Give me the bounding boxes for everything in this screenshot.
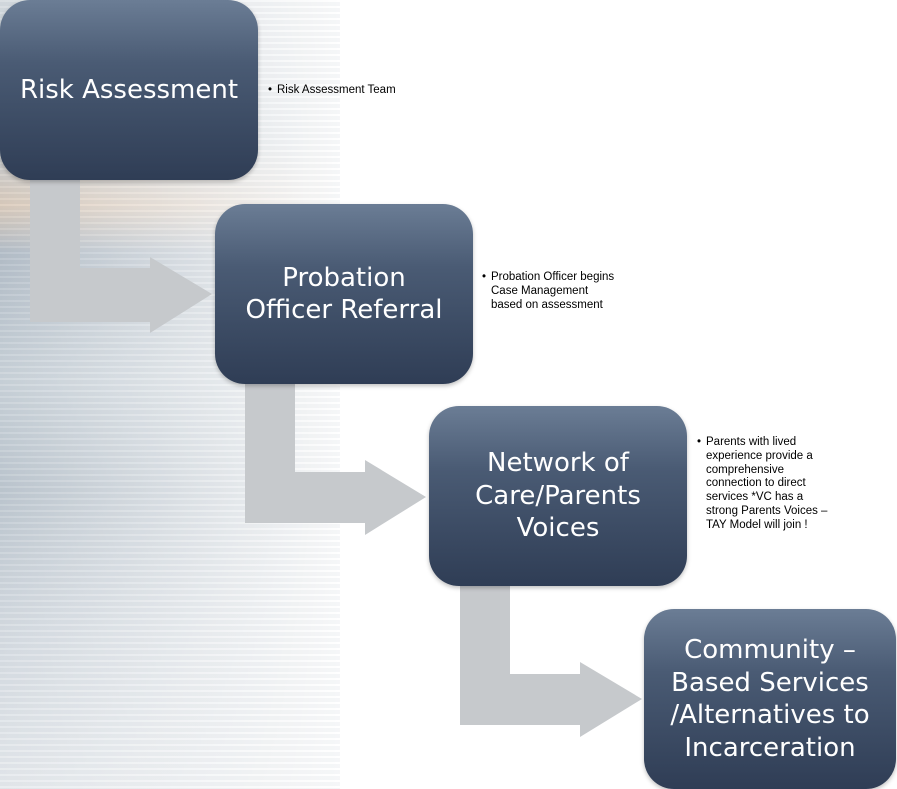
step-box-probation-officer-referral: Probation Officer Referral (215, 204, 473, 384)
note-text-network-of-care: Parents with lived experience provide a … (706, 436, 828, 531)
note-risk-assessment: • Risk Assessment Team (268, 84, 468, 98)
step-title-community-based-services: Community – Based Services /Alternatives… (670, 635, 870, 763)
step-title-probation-officer-referral: Probation Officer Referral (245, 262, 443, 326)
step-title-network-of-care: Network of Care/Parents Voices (475, 448, 641, 544)
bullet-icon: • (697, 436, 702, 448)
bent-arrow-2 (245, 383, 426, 535)
bullet-icon: • (268, 84, 273, 96)
note-network-of-care: • Parents with lived experience provide … (697, 436, 887, 533)
step-title-risk-assessment: Risk Assessment (19, 74, 239, 105)
bullet-icon: • (482, 271, 487, 283)
step-box-risk-assessment: Risk Assessment (0, 0, 258, 180)
note-text-probation-officer-referral: Probation Officer begins Case Management… (491, 271, 615, 311)
step-box-network-of-care: Network of Care/Parents Voices (429, 406, 687, 586)
bent-arrow-3 (460, 585, 642, 737)
note-text-risk-assessment: Risk Assessment Team (277, 84, 396, 96)
bent-arrow-1 (30, 180, 212, 333)
note-probation-officer-referral: • Probation Officer begins Case Manageme… (482, 271, 682, 312)
step-box-community-based-services: Community – Based Services /Alternatives… (644, 609, 896, 789)
